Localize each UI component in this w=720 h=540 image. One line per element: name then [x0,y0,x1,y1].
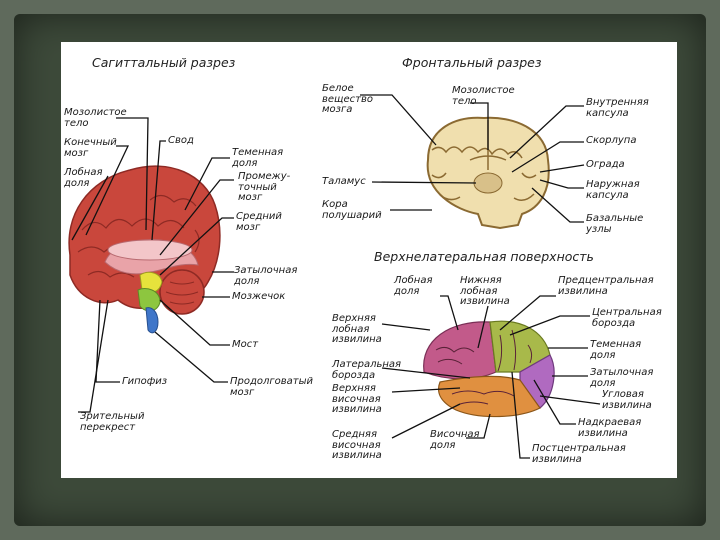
label-optic-chiasm: Зрительный перекрест [80,411,145,433]
label-lateral-parietal-lobe: Теменная доля [590,339,642,361]
leader-frontal-corpus [470,102,489,150]
leader-superior-frontal [381,323,431,331]
label-diencephalon: Промежу- точный мозг [238,171,291,203]
label-cerebellum: Мозжечок [232,291,286,302]
label-pons: Мост [232,339,259,350]
sagittal-cerebellum [159,269,205,315]
label-sagittal-corpus-callosum: Мозолистое тело [64,107,127,129]
leader-postcentral [511,371,530,459]
label-angular-gyrus: Угловая извилина [602,389,652,411]
lateral-brain-illustration [423,320,555,418]
leader-lateral-sulcus [381,367,471,379]
label-sagittal-occipital-lobe: Затылочная доля [234,265,298,287]
leader-external-capsule [539,179,584,189]
leader-diencephalon [159,179,234,256]
label-claustrum: Ограда [586,159,625,170]
label-supramarginal-gyrus: Надкраевая извилина [578,417,642,439]
leader-pons [159,299,230,346]
label-internal-capsule: Внутренняя капсула [586,97,649,119]
sagittal-corpus-callosum [107,239,193,261]
label-external-capsule: Наружная капсула [586,179,640,201]
sagittal-brain-illustration [68,165,221,334]
lateral-frontal-lobe [423,321,497,380]
leader-medulla [154,331,228,383]
label-sagittal-frontal-lobe: Лобная доля [64,167,103,189]
label-thalamus: Таламус [322,176,366,187]
leader-middle-temporal [391,403,461,439]
leader-temporal-lobe [466,413,491,439]
leader-angular [539,395,601,405]
label-temporal-lobe: Височная доля [430,429,480,451]
heading-sagittal: Сагиттальный разрез [92,55,236,70]
leader-hypophysis [95,299,120,383]
leader-inferior-frontal [477,305,489,349]
label-putamen: Скорлупа [586,135,637,146]
label-superior-temporal-gyrus: Верхняя височная извилина [332,383,382,415]
label-medulla: Продолговатый мозг [230,376,314,398]
leader-precentral [499,295,556,331]
label-sagittal-parietal-lobe: Теменная доля [232,147,284,169]
label-white-matter: Белое вещество мозга [322,83,373,115]
sagittal-brainstem-blue [145,307,159,334]
frontal-section-cortex-folds [431,146,537,201]
label-superior-frontal-gyrus: Верхняя лобная извилина [332,313,382,345]
leader-optic-chiasm [78,299,109,413]
frontal-section-thalamus [473,172,503,194]
heading-frontal: Фронтальный разрез [402,55,542,70]
label-precentral-gyrus: Предцентральная извилина [558,275,654,297]
leader-superior-temporal [391,387,461,393]
sagittal-gyri [77,194,200,278]
label-lateral-occipital-lobe: Затылочная доля [590,367,654,389]
heading-lateral: Верхнелатеральная поверхность [374,249,594,264]
label-midbrain: Средний мозг [236,211,282,233]
leader-claustrum [539,164,585,173]
label-lateral-sulcus: Латеральная борозда [332,359,402,381]
sagittal-brainstem-green [137,288,161,312]
leader-central-sulcus [509,315,590,336]
leader-fornix [151,140,166,241]
leader-telencephalon [85,145,130,236]
label-frontal-corpus-callosum: Мозолистое тело [452,85,515,107]
leader-corpus-callosum [116,117,149,231]
leader-frontal-lobe [71,175,109,241]
label-lateral-frontal-lobe: Лобная доля [394,275,433,297]
label-hypophysis: Гипофиз [122,376,168,387]
label-postcentral-gyrus: Постцентральная извилина [532,443,626,465]
leader-lines [71,94,601,459]
leader-basal-ganglia [531,187,584,223]
label-fornix: Свод [168,135,194,146]
label-inferior-frontal-gyrus: Нижняя лобная извилина [460,275,510,307]
label-basal-ganglia: Базальные узлы [586,213,644,235]
leader-thalamus [371,181,477,184]
label-telencephalon: Конечный мозг [64,137,117,159]
leader-lat-frontal-lobe [440,295,459,331]
frontal-section-illustration [426,116,550,230]
label-cortex: Кора полушарий [322,199,382,221]
leader-internal-capsule [509,105,584,159]
label-middle-temporal-gyrus: Средняя височная извилина [332,429,382,461]
leader-midbrain [159,217,234,276]
label-central-sulcus: Центральная борозда [592,307,662,329]
leader-white-matter [360,94,437,146]
leader-supramarginal [533,379,576,425]
leader-putamen [511,141,584,173]
lateral-gyri [435,329,533,405]
leader-parietal-lobe [184,157,230,211]
sagittal-cerebellum-folia [165,281,199,305]
